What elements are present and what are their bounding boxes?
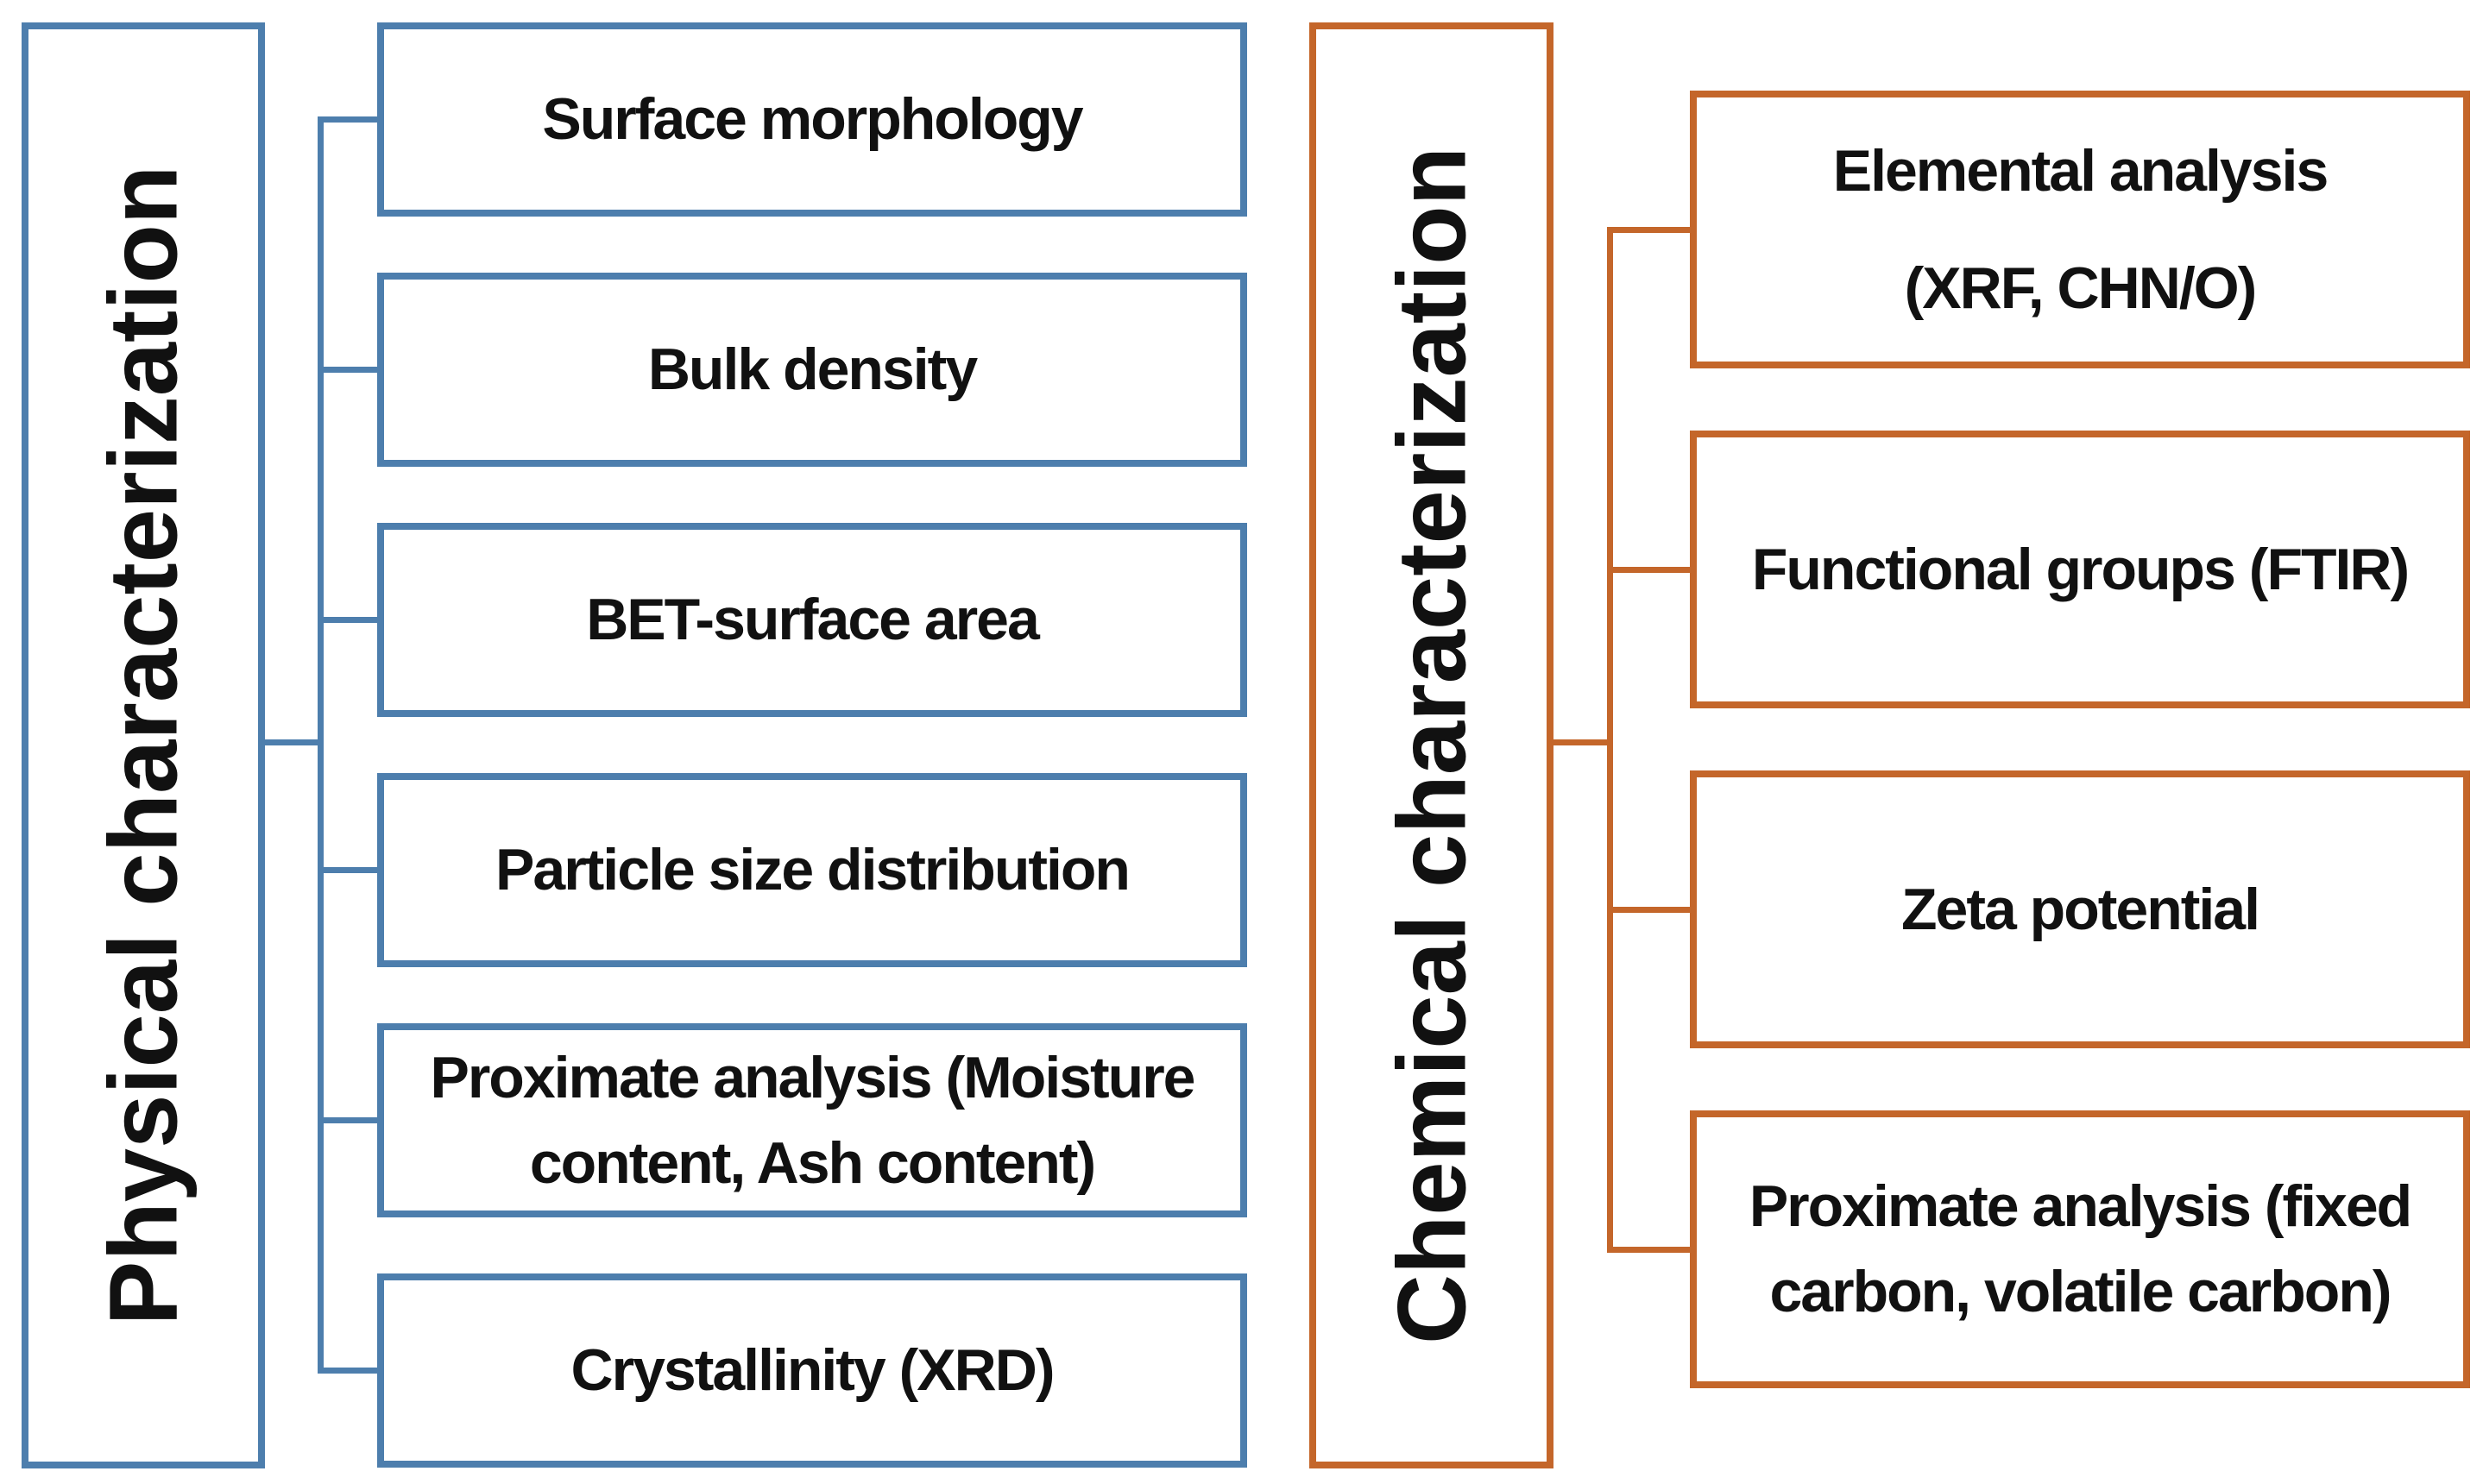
physical-item-bet-surface-area: BET-surface area: [377, 523, 1247, 717]
physical-item-particle-size-distribution: Particle size distribution: [377, 773, 1247, 967]
physical-branch-4: [318, 867, 377, 873]
physical-item-proximate-analysis: Proximate analysis (Moisture content, As…: [377, 1023, 1247, 1217]
physical-item-crystallinity-xrd: Crystallinity (XRD): [377, 1273, 1247, 1468]
node-label: Elemental analysis (XRF, CHN/O): [1832, 138, 2329, 321]
chemical-category-box: Chemical characterization: [1309, 22, 1553, 1468]
physical-branch-6: [318, 1368, 377, 1374]
physical-category-title: Physical characterization: [89, 165, 198, 1326]
chemical-item-functional-groups-ftir: Functional groups (FTIR): [1690, 431, 2470, 708]
physical-item-surface-morphology: Surface morphology: [377, 22, 1247, 217]
node-label: Crystallinity (XRD): [570, 1337, 1056, 1404]
chemical-branch-2: [1607, 567, 1690, 573]
physical-branch-1: [318, 116, 377, 123]
node-label: Proximate analysis (fixed carbon, volati…: [1749, 1173, 2412, 1324]
chemical-item-zeta-potential: Zeta potential: [1690, 770, 2470, 1048]
chemical-item-proximate-analysis: Proximate analysis (fixed carbon, volati…: [1690, 1110, 2470, 1388]
node-label: Particle size distribution: [495, 837, 1131, 903]
chemical-branch-1: [1607, 227, 1690, 233]
physical-root-connector: [259, 739, 318, 745]
chemical-connector-trunk: [1607, 227, 1613, 1253]
physical-branch-2: [318, 367, 377, 373]
chemical-root-connector: [1549, 739, 1607, 745]
physical-category-box: Physical characterization: [22, 22, 265, 1468]
node-label: Proximate analysis (Moisture content, As…: [430, 1044, 1195, 1196]
node-label: Bulk density: [647, 336, 978, 403]
node-label: BET-surface area: [586, 587, 1040, 653]
chemical-branch-4: [1607, 1247, 1690, 1253]
physical-branch-5: [318, 1117, 377, 1123]
chemical-branch-3: [1607, 907, 1690, 913]
chemical-item-elemental-analysis: Elemental analysis (XRF, CHN/O): [1690, 91, 2470, 368]
chemical-category-title: Chemical characterization: [1377, 146, 1485, 1345]
physical-item-bulk-density: Bulk density: [377, 273, 1247, 467]
node-label: Functional groups (FTIR): [1751, 536, 2410, 602]
physical-connector-trunk: [318, 116, 324, 1374]
node-label: Zeta potential: [1900, 876, 2260, 942]
node-label: Surface morphology: [542, 86, 1083, 153]
physical-branch-3: [318, 617, 377, 623]
